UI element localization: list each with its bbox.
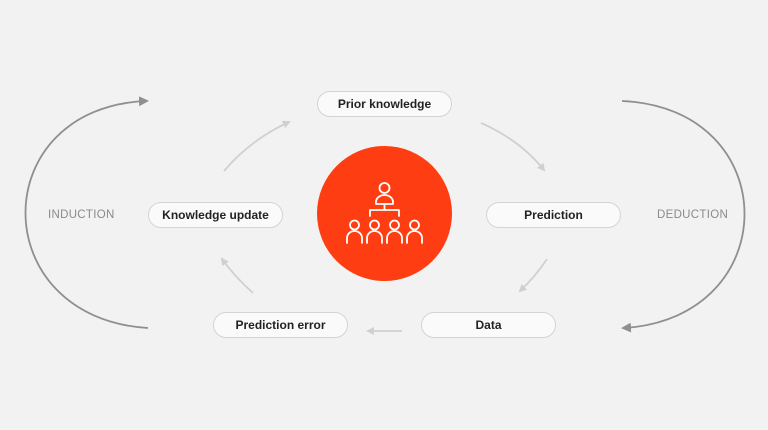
node-prediction-error: Prediction error xyxy=(213,312,348,338)
hierarchy-people-icon xyxy=(346,182,423,244)
node-data-label: Data xyxy=(475,318,502,332)
arrow-prediction-to-data xyxy=(518,258,548,293)
node-data: Data xyxy=(421,312,556,338)
deduction-label: DEDUCTION xyxy=(657,209,729,221)
node-knowledge-update-label: Knowledge update xyxy=(162,208,269,222)
node-prediction: Prediction xyxy=(486,202,621,228)
node-knowledge-update: Knowledge update xyxy=(148,202,283,228)
center-hub xyxy=(317,146,452,281)
arrow-update-to-prior xyxy=(223,120,291,172)
induction-label: INDUCTION xyxy=(48,209,115,221)
deduction-arc xyxy=(621,100,746,333)
induction-arc xyxy=(24,96,149,329)
node-prediction-label: Prediction xyxy=(524,208,583,222)
node-prediction-error-label: Prediction error xyxy=(235,318,326,332)
arrow-error-to-update xyxy=(220,257,254,294)
arrow-prior-to-prediction xyxy=(480,122,546,172)
node-prior-knowledge-label: Prior knowledge xyxy=(337,97,432,111)
node-prior-knowledge: Prior knowledge xyxy=(317,91,452,117)
